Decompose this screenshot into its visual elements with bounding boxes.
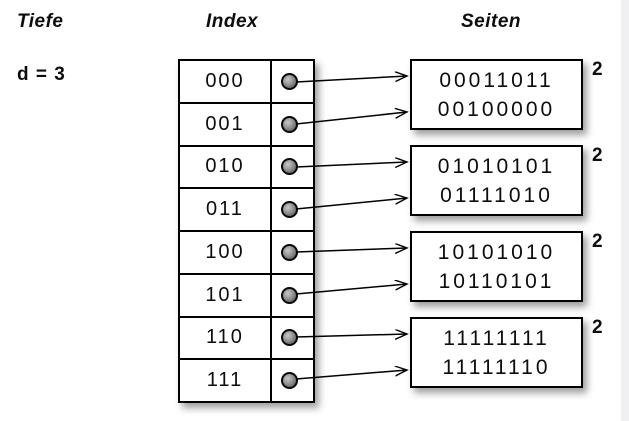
index-key: 101: [205, 283, 245, 306]
page-entry: 00100000: [437, 97, 556, 121]
index-key: 100: [205, 240, 245, 263]
global-depth-value: d = 3: [17, 64, 66, 85]
index-row-010: 010: [180, 144, 313, 188]
page-box-3: 10101010 10110101: [410, 231, 583, 302]
pages-header: Seiten: [461, 11, 522, 32]
page-entry: 01010101: [437, 154, 556, 178]
pointer-cell: [270, 189, 313, 230]
index-key: 111: [206, 369, 244, 392]
page-entry: 11111111: [443, 326, 550, 350]
index-key: 010: [205, 155, 245, 178]
pointer-dot-icon: [281, 372, 298, 390]
index-row-101: 101: [180, 272, 313, 316]
index-table: 000 001 010 011 100 101 110 111: [178, 59, 315, 403]
pointer-dot-icon: [281, 158, 298, 176]
local-depth-2: 2: [592, 145, 603, 166]
pointer-cell: [270, 232, 313, 273]
pointer-cell: [270, 146, 313, 188]
page-entry: 00011011: [439, 68, 554, 92]
pointer-cell: [270, 360, 313, 401]
index-key: 110: [206, 326, 244, 349]
index-row-111: 111: [180, 358, 313, 401]
pointer-dot-icon: [281, 286, 298, 304]
local-depth-4: 2: [592, 317, 603, 338]
page-box-1: 00011011 00100000: [410, 59, 583, 130]
index-header: Index: [206, 11, 259, 32]
depth-header: Tiefe: [17, 11, 64, 32]
page-entry: 11111110: [442, 355, 551, 379]
index-key: 000: [205, 69, 245, 92]
pointer-dot-icon: [281, 243, 298, 261]
window-edge: [621, 0, 629, 421]
index-row-110: 110: [180, 315, 313, 359]
pointer-dot-icon: [281, 72, 298, 90]
index-row-000: 000: [180, 61, 313, 102]
pointer-dot-icon: [281, 201, 298, 219]
index-row-100: 100: [180, 230, 313, 273]
index-row-011: 011: [180, 187, 313, 230]
local-depth-1: 2: [592, 59, 603, 80]
index-key: 001: [205, 112, 245, 135]
pointer-cell: [270, 317, 313, 359]
pointer-cell: [270, 274, 313, 316]
pointer-cell: [270, 61, 313, 102]
page-box-2: 01010101 01111010: [410, 145, 583, 216]
page-entry: 01111010: [440, 183, 553, 207]
page-box-4: 11111111 11111110: [410, 317, 583, 388]
index-key: 011: [206, 198, 244, 221]
pointer-dot-icon: [281, 329, 298, 347]
index-row-001: 001: [180, 101, 313, 145]
local-depth-3: 2: [592, 231, 603, 252]
pointer-dot-icon: [281, 115, 298, 133]
page-entry: 10101010: [437, 240, 556, 264]
pointer-cell: [270, 103, 313, 145]
page-entry: 10110101: [438, 269, 555, 293]
